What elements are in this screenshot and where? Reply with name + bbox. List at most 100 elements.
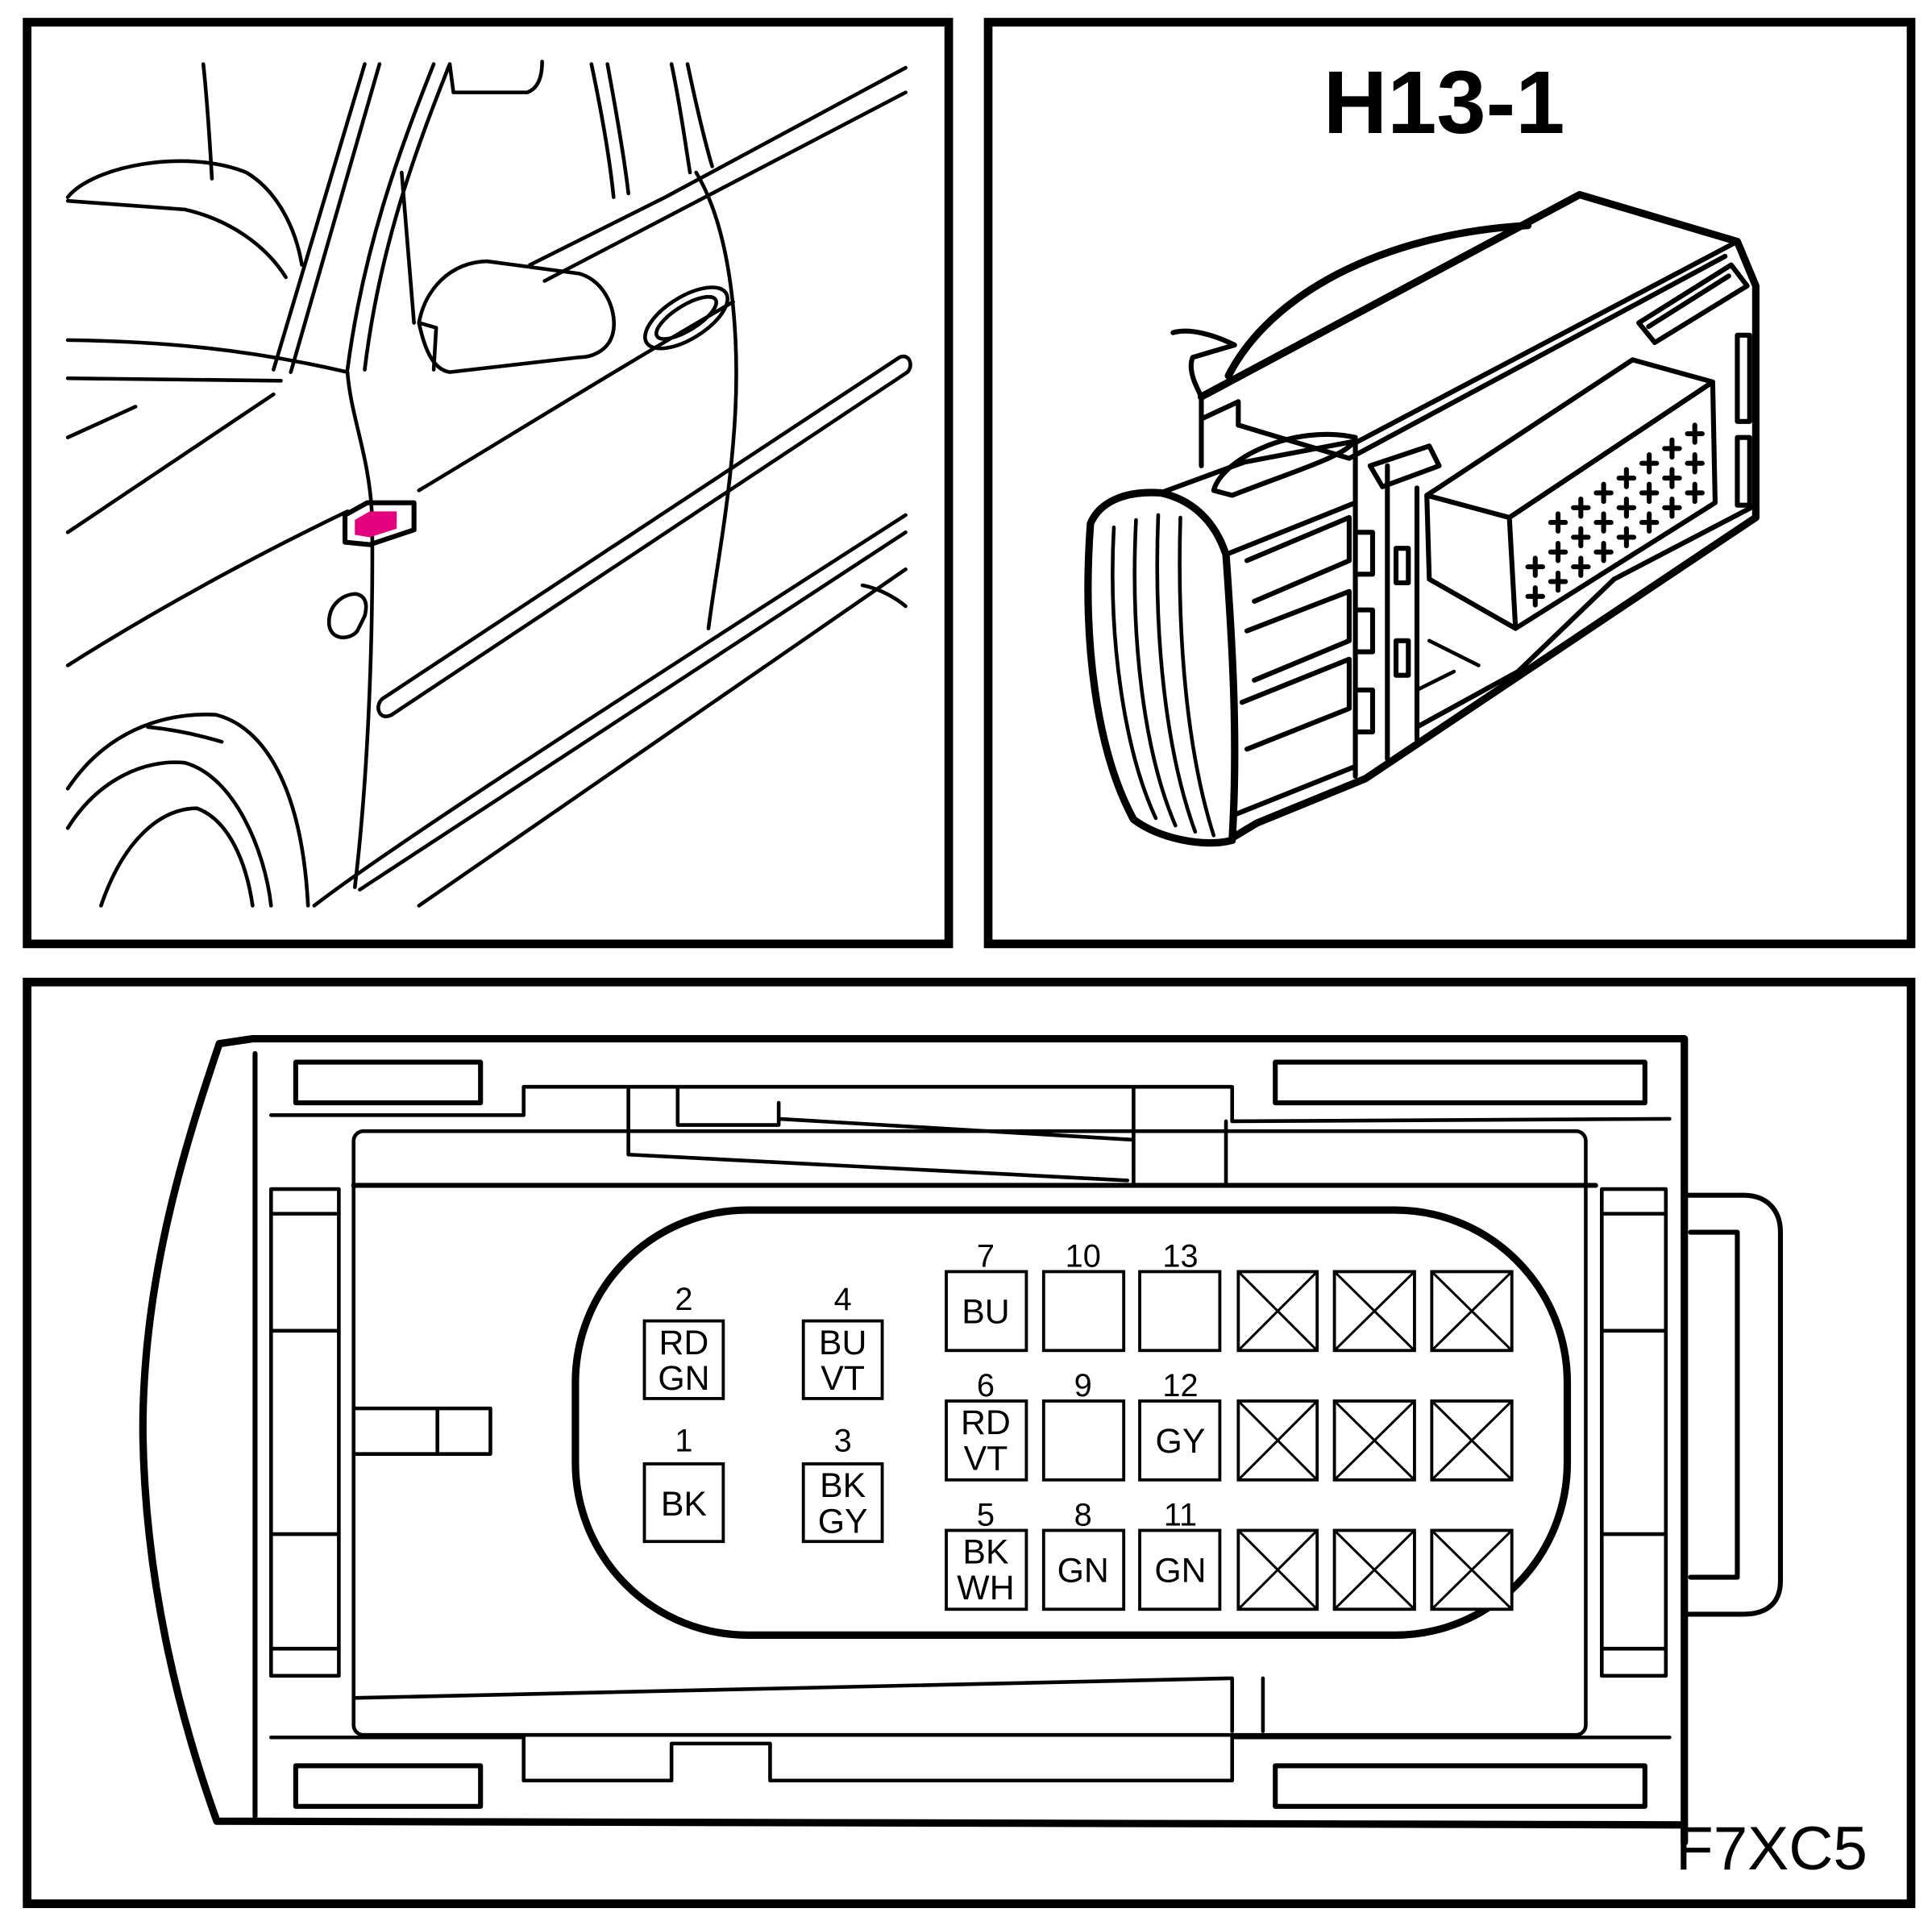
a-pillar-line xyxy=(272,62,367,372)
terminal-cavity xyxy=(1593,511,1614,534)
plugged-cavity xyxy=(1332,1399,1416,1482)
terminal-cavity xyxy=(1548,541,1568,563)
terminal-cavity xyxy=(1548,511,1568,534)
wire-color: BK xyxy=(661,1485,708,1524)
pin-number: 1 xyxy=(675,1424,692,1459)
terminal-cavity xyxy=(1593,481,1614,505)
top-guide-rib xyxy=(293,1059,484,1106)
terminal-cavity xyxy=(1571,555,1591,578)
pin-number: 5 xyxy=(977,1497,995,1532)
terminal-cavity xyxy=(1571,526,1591,549)
pin-number: 11 xyxy=(1164,1497,1197,1532)
pin-cavity xyxy=(642,1462,725,1544)
housing-front-edge xyxy=(1199,394,1241,468)
pin-number: 2 xyxy=(675,1282,692,1317)
body-side-moulding xyxy=(376,354,912,718)
wire-color: GY xyxy=(1156,1422,1206,1461)
connector-face-view: 2 RD GN 4 BU VT 1 BK 3 BK GY 7 BU xyxy=(139,1034,1784,1846)
latch-dome xyxy=(1224,222,1532,380)
location-view-frame xyxy=(23,18,954,949)
door-handle xyxy=(643,285,729,351)
bottom-guide-rib xyxy=(1273,1763,1647,1809)
pin-4: 4 BU VT xyxy=(801,1282,884,1400)
figure-code: F7XC5 xyxy=(1676,1815,1868,1883)
cross-mark xyxy=(1237,1270,1319,1352)
cavity-area xyxy=(571,1206,1572,1639)
cross-mark xyxy=(1237,1529,1319,1611)
frame-bottom-edge xyxy=(1229,763,1358,818)
connector-location-outline xyxy=(342,500,417,547)
fender-arch-line xyxy=(65,159,304,267)
plugged-cavity xyxy=(1430,1528,1514,1611)
b-pillar-line xyxy=(685,62,714,168)
sill-line xyxy=(358,530,908,892)
front-wheel-arch xyxy=(146,725,224,744)
connector-location-highlight xyxy=(355,511,397,538)
body-line xyxy=(65,405,138,439)
connector-title: H13-1 xyxy=(1323,53,1565,152)
terminal-cavity xyxy=(1685,451,1705,475)
terminal-cavity xyxy=(1525,555,1545,578)
cross-mark xyxy=(1237,1399,1319,1481)
pin-11: 11 GN xyxy=(1138,1497,1222,1611)
wire-color: VT xyxy=(821,1359,865,1398)
plugged-cavity xyxy=(1236,1270,1319,1353)
connector-location-marker xyxy=(342,500,417,547)
housing-side-slot xyxy=(1735,332,1752,424)
window-sill-line xyxy=(542,90,908,283)
pin-6: 6 RD VT xyxy=(945,1368,1028,1482)
pin-cavity xyxy=(801,1462,884,1544)
plugged-cavity xyxy=(1236,1528,1319,1611)
front-wheel-arch xyxy=(65,760,273,908)
housing-top-outline xyxy=(1197,190,1760,842)
wire-color: GY xyxy=(818,1503,868,1541)
wire-color: GN xyxy=(1154,1552,1206,1590)
pin-cavity xyxy=(945,1399,1028,1482)
pin-block-side xyxy=(1424,493,1519,631)
right-side-rib xyxy=(1600,1187,1668,1678)
pinout-view-frame xyxy=(23,977,1916,1908)
pin-cavity xyxy=(1138,1399,1222,1482)
right-side-rib-divider xyxy=(1600,1212,1668,1651)
window-edge-line xyxy=(400,170,416,325)
top-latch-rail xyxy=(269,1084,1672,1124)
pin-cavity xyxy=(945,1528,1028,1611)
cross-mark xyxy=(1333,1270,1416,1352)
fender-inner-line xyxy=(65,198,288,280)
frame-window xyxy=(1239,656,1352,752)
pin-2: 2 RD GN xyxy=(642,1282,725,1400)
door-front-edge xyxy=(345,370,375,889)
b-pillar-line xyxy=(605,62,630,196)
plugged-cavity xyxy=(1332,1528,1416,1611)
frame-tab xyxy=(1367,443,1442,489)
pin-cavity xyxy=(1138,1270,1222,1353)
housing-side-slot xyxy=(1735,435,1752,508)
cross-mark xyxy=(1333,1529,1416,1611)
terminal-cavity xyxy=(1662,497,1682,519)
connector-outer-top xyxy=(215,1034,1689,1846)
wire-color: GN xyxy=(658,1359,709,1398)
end-cap-rib xyxy=(1111,525,1158,821)
connector-side-tab xyxy=(1681,1192,1784,1617)
connector-outer-curve xyxy=(139,1040,1689,1829)
shoulder-line xyxy=(65,376,283,383)
front-wheel-arch xyxy=(65,713,310,908)
connector-view-frame xyxy=(983,18,1916,949)
wire-color: RD xyxy=(961,1403,1011,1442)
plugged-cavity xyxy=(1430,1270,1514,1353)
cross-mark xyxy=(1431,1270,1513,1352)
terminal-cavity xyxy=(1593,541,1614,563)
door-handle-recess xyxy=(654,294,718,341)
terminal-cavity xyxy=(1616,526,1637,549)
body-crease-line xyxy=(65,509,350,667)
terminal-cavity xyxy=(1616,467,1637,489)
frame-inner-edge xyxy=(1223,500,1358,557)
left-side-rib-divider xyxy=(269,1212,341,1651)
b-pillar-line xyxy=(589,62,616,199)
bottom-latch-bar xyxy=(351,1676,1265,1733)
lock-tab-oval xyxy=(1211,431,1358,498)
body-crease-line xyxy=(417,300,735,493)
frame-slot xyxy=(1352,687,1376,735)
a-pillar-line xyxy=(289,62,382,374)
